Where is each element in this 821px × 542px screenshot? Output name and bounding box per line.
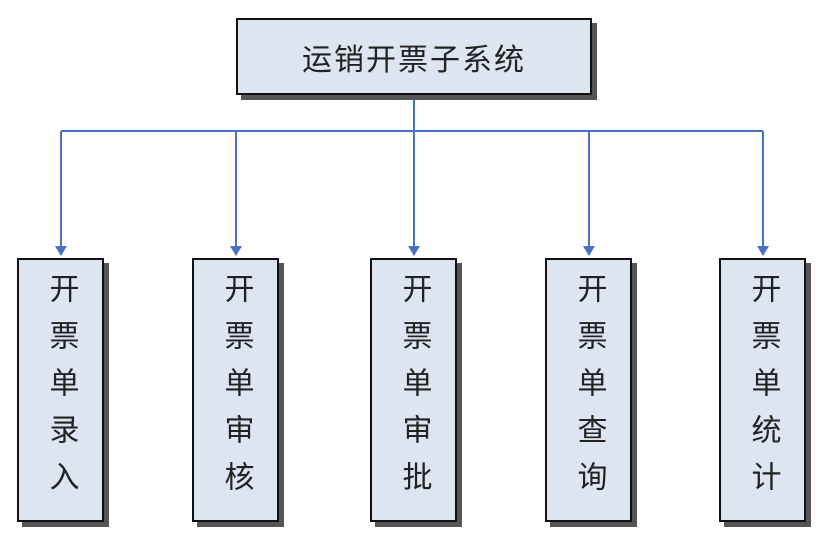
child-node-entry: 开票单录入 (17, 258, 104, 522)
root-node: 运销开票子系统 (236, 18, 592, 95)
child-node-statistics: 开票单统计 (719, 258, 806, 522)
child-node-approval: 开票单审批 (370, 258, 457, 522)
child-node-label: 开票单审核 (218, 272, 254, 508)
child-node-label: 开票单统计 (745, 272, 781, 508)
child-node-label: 开票单查询 (571, 272, 607, 508)
child-node-label: 开票单审批 (396, 272, 432, 508)
root-node-label: 运销开票子系统 (302, 42, 526, 78)
child-node-review: 开票单审核 (192, 258, 279, 522)
child-node-query: 开票单查询 (545, 258, 632, 522)
child-node-label: 开票单录入 (43, 272, 79, 508)
